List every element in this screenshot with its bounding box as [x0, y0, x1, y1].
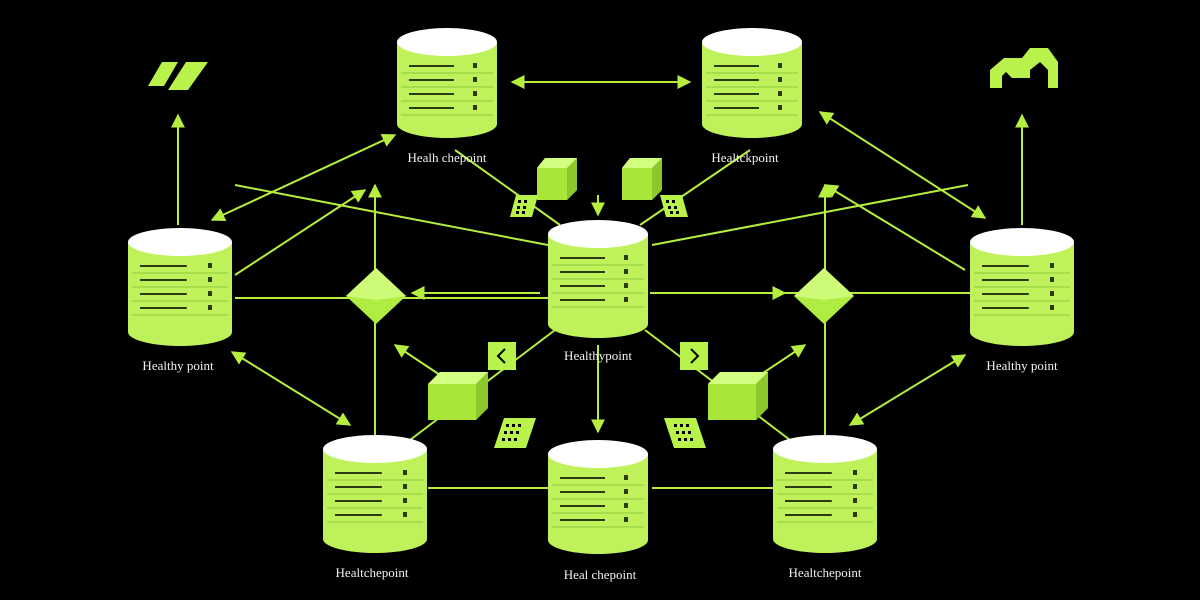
- status-led-icon: [624, 269, 628, 274]
- status-led-icon: [1050, 305, 1054, 310]
- link-mid-left-top-left: [210, 133, 397, 222]
- node-label-bottom-left: Healtchepoint: [335, 565, 409, 580]
- node-label-mid-right: Healthy point: [986, 358, 1058, 373]
- status-led-icon: [208, 277, 212, 282]
- grid-icon: [664, 418, 706, 448]
- chevron-right-icon: [680, 342, 708, 370]
- database-node-mid-left[interactable]: [128, 228, 232, 346]
- status-led-icon: [853, 498, 857, 503]
- node-label-top-left: Healh chepoint: [407, 150, 487, 165]
- node-label-mid-left: Healthy point: [142, 358, 214, 373]
- status-led-icon: [473, 77, 477, 82]
- node-label-bottom-center: Heal chepoint: [563, 567, 637, 582]
- status-led-icon: [778, 77, 782, 82]
- status-led-icon: [403, 512, 407, 517]
- cube-icons: [346, 158, 854, 448]
- status-led-icon: [778, 105, 782, 110]
- status-led-icon: [403, 470, 407, 475]
- status-led-icon: [1050, 277, 1054, 282]
- grid-icon: [660, 195, 688, 217]
- status-led-icon: [624, 475, 628, 480]
- cube-icon: [708, 372, 768, 420]
- status-led-icon: [624, 503, 628, 508]
- database-body: [397, 42, 497, 138]
- database-lid: [397, 28, 497, 56]
- database-lid: [773, 435, 877, 463]
- link-mid-right-diag: [823, 184, 966, 271]
- status-led-icon: [473, 105, 477, 110]
- node-label-bottom-right: Healtchepoint: [788, 565, 862, 580]
- status-led-icon: [1050, 263, 1054, 268]
- link-top-left-center: [454, 149, 561, 226]
- database-body: [548, 454, 648, 554]
- database-node-top-right[interactable]: [702, 28, 802, 138]
- link-top-right-center: [639, 149, 751, 226]
- grid-icon: [510, 195, 538, 217]
- status-led-icon: [473, 63, 477, 68]
- status-led-icon: [473, 91, 477, 96]
- status-led-icon: [853, 512, 857, 517]
- status-led-icon: [853, 470, 857, 475]
- status-led-icon: [853, 484, 857, 489]
- status-led-icon: [624, 283, 628, 288]
- status-led-icon: [624, 255, 628, 260]
- database-node-bottom-center[interactable]: [548, 440, 648, 554]
- database-node-top-left[interactable]: [397, 28, 497, 138]
- database-lid: [702, 28, 802, 56]
- link-left-small-arrow: [393, 344, 441, 376]
- database-lid: [548, 440, 648, 468]
- cube-icon: [428, 372, 488, 420]
- link-mid-left-bottom-left: [230, 351, 352, 426]
- database-lid: [548, 220, 648, 248]
- cube-icon: [622, 158, 662, 200]
- cube-icon: [346, 268, 406, 324]
- double-slash-icon: [148, 62, 208, 90]
- database-node-center[interactable]: [548, 220, 648, 338]
- connections: [171, 75, 1029, 489]
- link-mid-right-bottom-right: [848, 354, 967, 426]
- link-mid-left-top-right: [234, 189, 367, 276]
- grid-icon: [494, 418, 536, 448]
- database-node-bottom-left[interactable]: [323, 435, 427, 553]
- chevron-left-icon: [488, 342, 516, 370]
- database-node-bottom-right[interactable]: [773, 435, 877, 553]
- cube-icon: [537, 158, 577, 200]
- database-body: [702, 42, 802, 138]
- status-led-icon: [1050, 291, 1054, 296]
- node-label-top-right: Healtckpoint: [711, 150, 779, 165]
- status-led-icon: [778, 63, 782, 68]
- link-right-small-arrow: [759, 344, 807, 376]
- link-mid-left-to-center-diag: [234, 184, 549, 246]
- database-lid: [323, 435, 427, 463]
- status-led-icon: [208, 263, 212, 268]
- status-led-icon: [208, 291, 212, 296]
- status-led-icon: [624, 297, 628, 302]
- status-led-icon: [624, 517, 628, 522]
- status-led-icon: [778, 91, 782, 96]
- cube-icon: [794, 268, 854, 324]
- status-led-icon: [208, 305, 212, 310]
- node-label-center: Healthypoint: [564, 348, 632, 363]
- database-node-mid-right[interactable]: [970, 228, 1074, 346]
- link-center-to-mid-right-diag: [651, 184, 969, 246]
- connector-icon: [990, 48, 1058, 88]
- link-top-right-mid-right: [818, 111, 987, 219]
- status-led-icon: [403, 484, 407, 489]
- database-lid: [128, 228, 232, 256]
- status-led-icon: [624, 489, 628, 494]
- status-led-icon: [403, 498, 407, 503]
- database-lid: [970, 228, 1074, 256]
